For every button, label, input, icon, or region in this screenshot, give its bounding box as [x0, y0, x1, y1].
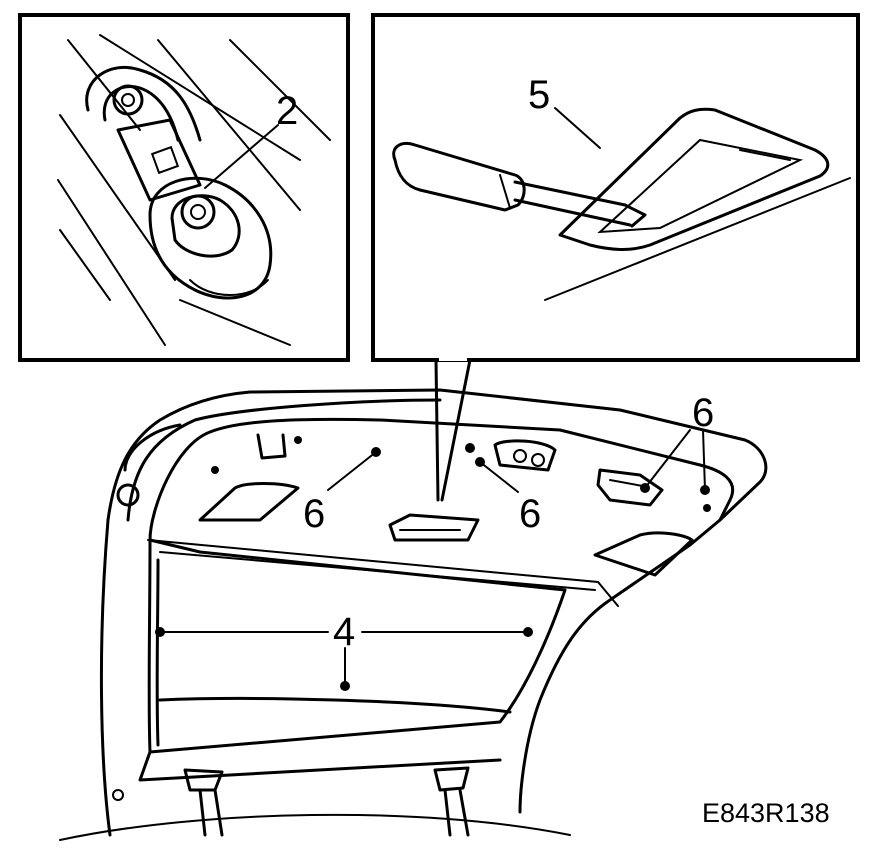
detail-pointer	[434, 355, 472, 502]
callout-4: 4	[333, 610, 355, 654]
figure-code: E843R138	[702, 798, 830, 828]
detail-strut-inset: 2	[18, 13, 350, 362]
callout-2: 2	[276, 89, 298, 133]
callout-5: 5	[528, 73, 550, 117]
detail-tool-inset: 5	[371, 13, 860, 362]
leaders-4	[159, 631, 529, 687]
callout-6-left: 6	[303, 492, 325, 536]
callout-6-center: 6	[519, 492, 541, 536]
tailgate-view	[59, 388, 768, 841]
callout-6-right: 6	[692, 391, 714, 435]
leaders-6	[327, 429, 706, 493]
